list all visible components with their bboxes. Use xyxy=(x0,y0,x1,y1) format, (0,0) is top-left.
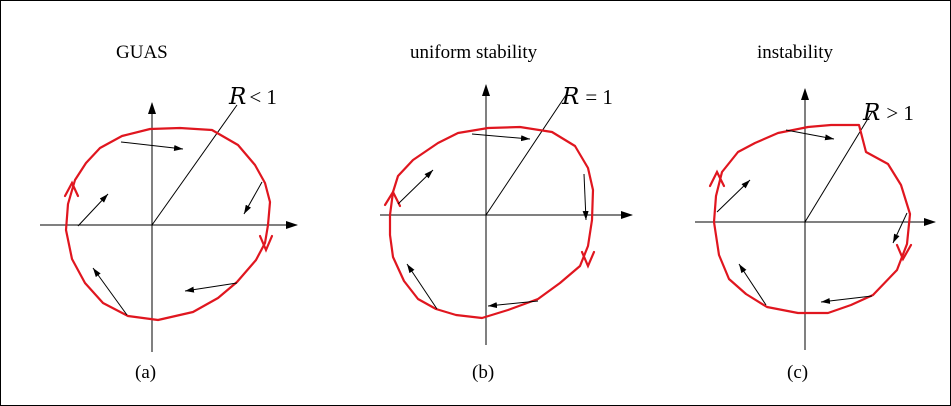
panel-b-orbit xyxy=(388,125,595,320)
panel-b-radius-line xyxy=(485,91,569,216)
panel-c-vector xyxy=(738,263,767,306)
panel-c-radius-label: R> 1 xyxy=(862,100,914,126)
panel-c: instability R> 1 (c) xyxy=(695,42,936,383)
panel-b-radius-label: R= 1 xyxy=(561,84,613,110)
panel-b-vector xyxy=(406,263,438,310)
panel-a-vector xyxy=(184,282,238,293)
panel-b: uniform stability R= 1 (b) xyxy=(380,42,633,383)
panel-a-caption: (a) xyxy=(135,362,156,383)
panel-a-orbit-arrowhead-down xyxy=(258,234,274,253)
panel-b-vector xyxy=(397,169,434,205)
panel-c-orbit xyxy=(712,123,912,315)
panel-c-vector xyxy=(716,179,751,213)
panel-c-orbit-arrowhead-up xyxy=(708,169,726,188)
panel-b-vector xyxy=(582,173,589,221)
panel-b-vector xyxy=(471,133,531,142)
panel-c-caption: (c) xyxy=(787,362,808,383)
panel-c-orbit-arrowhead-down xyxy=(895,243,913,262)
panel-a-radius-label: R< 1 xyxy=(228,84,277,110)
panel-c-vector xyxy=(785,129,835,141)
panel-a-vector xyxy=(92,267,128,316)
panel-a-orbit xyxy=(64,126,272,322)
panel-a-radius-line xyxy=(151,104,238,226)
panel-c-radius-line xyxy=(804,111,873,223)
panel-a-orbit-arrowhead-up xyxy=(63,180,80,198)
panel-b-vector xyxy=(487,300,539,309)
panel-b-title: uniform stability xyxy=(410,42,538,63)
panel-a-vector xyxy=(120,141,184,151)
panel-b-caption: (b) xyxy=(472,362,494,383)
panel-c-title: instability xyxy=(757,42,834,63)
panel-a: GUAS R< 1 (a) xyxy=(40,42,298,383)
panel-b-orbit-arrowhead-up xyxy=(383,189,402,208)
panel-a-vector xyxy=(77,193,109,227)
panel-c-vector xyxy=(820,295,873,304)
panel-a-title: GUAS xyxy=(116,42,168,63)
panel-b-orbit-arrowhead-down xyxy=(580,250,596,269)
panel-c-vector xyxy=(892,212,908,244)
panel-a-vector xyxy=(243,181,263,215)
